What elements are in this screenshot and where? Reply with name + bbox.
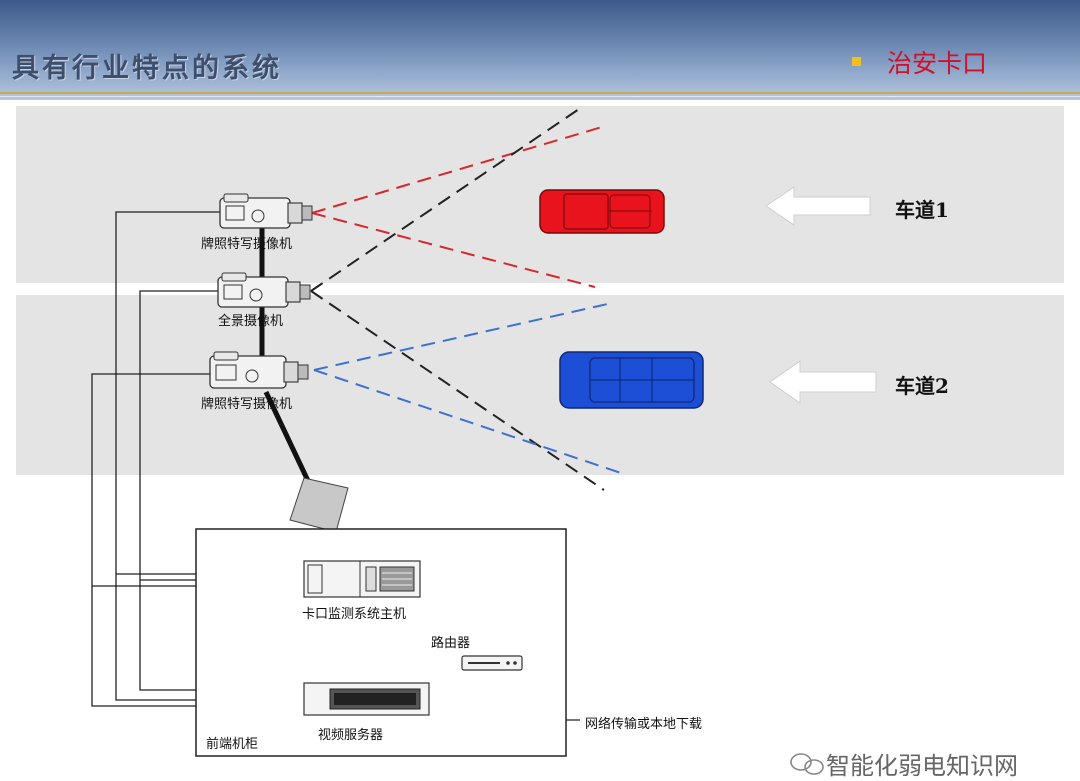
lane-label: 车道1 [895, 198, 949, 222]
watermark-text: 智能化弱电知识网 [826, 752, 1018, 780]
camera-label: 牌照特写摄像机 [201, 237, 293, 252]
header-bar [0, 0, 1080, 100]
topic-label: 治安卡口 [887, 49, 988, 78]
video-server-label: 视频服务器 [318, 728, 384, 743]
cabinet-label: 前端机柜 [206, 737, 259, 752]
camera-label: 全景摄像机 [218, 314, 284, 329]
page-title: 具有行业特点的系统 [12, 53, 282, 84]
wechat-icon [790, 753, 824, 775]
beam-red [311, 126, 603, 288]
router-icon [461, 655, 523, 671]
camera-icon [217, 272, 311, 308]
host-label: 卡口监测系统主机 [302, 607, 407, 622]
car-icon [559, 351, 704, 409]
camera-label: 牌照特写摄像机 [201, 397, 293, 412]
road-lane-2 [16, 295, 1064, 475]
pole-footing [289, 477, 349, 533]
camera-icon [209, 351, 309, 389]
arrow-left-icon [765, 186, 871, 226]
bullet-icon [852, 57, 861, 66]
beam-black [310, 106, 605, 491]
network-label: 网络传输或本地下载 [585, 717, 703, 732]
header-divider [0, 92, 1080, 94]
camera-icon [219, 193, 313, 229]
header-divider-light [0, 96, 1080, 97]
beam-blue [313, 302, 625, 475]
server-icon [303, 560, 421, 598]
server-icon [303, 682, 430, 716]
router-label: 路由器 [431, 636, 471, 651]
arrow-left-icon [769, 360, 877, 404]
car-icon [539, 189, 665, 234]
lane-label: 车道2 [895, 374, 949, 398]
